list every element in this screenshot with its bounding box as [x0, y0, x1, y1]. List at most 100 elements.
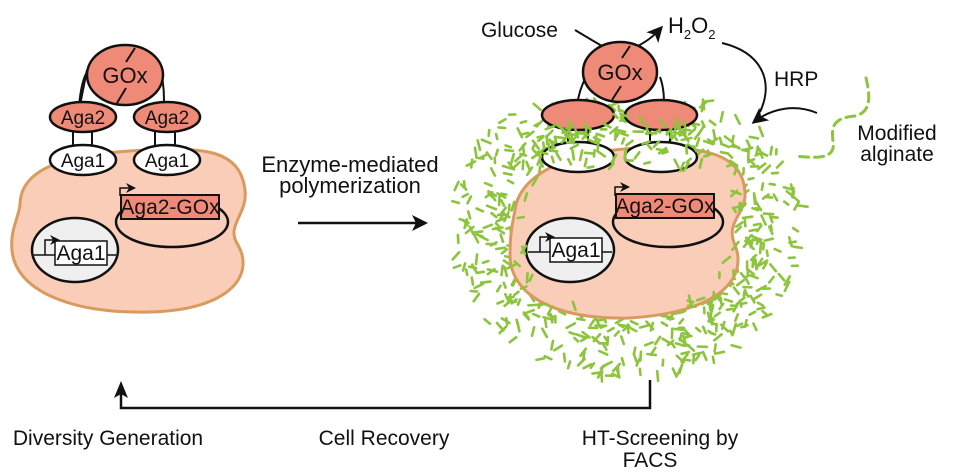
alginate-fragment	[609, 126, 619, 135]
alginate-fragment	[578, 149, 584, 162]
alginate-fragment	[569, 143, 580, 150]
alginate-strand-icon	[793, 76, 871, 159]
diversity-generation-label: Diversity Generation	[13, 427, 203, 450]
alginate-fragment	[708, 299, 715, 310]
alginate-fragment	[540, 327, 549, 339]
alginate-fragment	[484, 191, 494, 199]
alginate-fragment	[760, 151, 769, 157]
alginate-fragment	[733, 113, 742, 126]
alginate-fragment	[516, 127, 524, 139]
alginate-fragment	[643, 340, 654, 347]
alginate-fragment	[731, 134, 735, 143]
alginate-fragment	[673, 158, 680, 169]
alginate-fragment	[532, 102, 542, 112]
alginate-fragment	[733, 312, 740, 323]
alginate-fragment	[763, 237, 775, 242]
alginate-fragment	[486, 267, 496, 276]
alginate-fragment	[596, 317, 607, 322]
alginate-fragment	[692, 145, 698, 153]
alginate-fragment	[581, 330, 591, 339]
alginate-fragment	[735, 278, 746, 287]
alginate-fragment	[469, 289, 479, 293]
alginate-fragment	[718, 136, 723, 144]
alginate-fragment	[521, 159, 525, 171]
alginate-fragment	[502, 281, 507, 289]
alginate-fragment	[611, 362, 622, 373]
alginate-fragment	[496, 192, 507, 199]
alginate-fragment	[758, 259, 769, 267]
alginate-fragment	[719, 150, 728, 155]
alginate-fragment	[595, 132, 606, 138]
alginate-fragment	[713, 350, 726, 355]
alginate-fragment	[549, 312, 554, 324]
alginate-fragment	[466, 210, 472, 220]
alginate-fragment	[752, 322, 758, 332]
gox-split-line	[621, 45, 631, 59]
cycle-return-arrow	[114, 380, 652, 410]
alginate-fragment	[475, 207, 485, 213]
alginate-fragment	[615, 130, 621, 138]
alginate-fragment	[739, 201, 743, 212]
alginate-fragment	[748, 274, 759, 280]
alginate-fragment	[723, 297, 734, 303]
alginate-fragment	[694, 354, 701, 362]
alginate-fragment	[768, 182, 777, 186]
alginate-fragment	[755, 284, 768, 293]
alginate-fragment	[595, 149, 607, 158]
alginate-fragment	[476, 139, 482, 152]
alginate-fragment	[512, 290, 520, 297]
alginate-fragment	[783, 280, 791, 293]
alginate-fragment	[478, 153, 488, 160]
alginate-fragment	[755, 224, 763, 233]
alginate-fragment	[474, 253, 479, 266]
alginate-fragment	[451, 251, 461, 261]
alginate-fragment	[519, 285, 528, 291]
alginate-fragment	[538, 160, 545, 168]
alginate-fragment	[583, 151, 595, 155]
alginate-fragment	[748, 135, 760, 140]
h2o2-h: H	[668, 13, 684, 38]
alginate-fragment	[506, 179, 515, 185]
aga2-gox-gene-label: Aga2-GOx	[120, 196, 220, 219]
alginate-fragment	[528, 273, 534, 283]
modified-alginate-label-line1: Modified	[857, 122, 936, 145]
alginate-fragment	[661, 148, 669, 155]
alginate-fragment	[707, 319, 718, 327]
alginate-fragment	[660, 321, 669, 327]
alginate-fragment	[734, 225, 743, 234]
alginate-fragment	[673, 327, 685, 332]
alginate-fragment	[747, 157, 756, 164]
alginate-fragment	[519, 120, 528, 124]
alginate-fragment	[706, 149, 710, 158]
alginate-fragment	[752, 193, 757, 206]
alginate-fragment	[682, 161, 690, 173]
alginate-fragment	[681, 128, 692, 132]
aga2-gox-gene-label: Aga2-GOx	[615, 195, 715, 218]
alginate-fragment	[736, 322, 744, 328]
alginate-fragment	[573, 336, 580, 343]
alginate-fragment	[729, 144, 740, 149]
alginate-fragment	[481, 259, 490, 265]
alginate-fragment	[589, 315, 598, 327]
alginate-fragment	[755, 201, 763, 212]
aga2-right-label: Aga2	[145, 108, 189, 129]
alginate-fragment	[589, 362, 596, 370]
aga1-gene-label: Aga1	[56, 242, 105, 265]
alginate-fragment	[685, 157, 693, 164]
alginate-fragment	[672, 134, 679, 142]
alginate-fragment	[596, 140, 600, 151]
alginate-fragment	[607, 162, 615, 171]
alginate-fragment	[775, 160, 785, 169]
alginate-fragment	[599, 362, 609, 370]
alginate-fragment	[748, 228, 758, 233]
alginate-fragment	[586, 165, 595, 169]
alginate-fragment	[581, 123, 593, 131]
alginate-fragment	[652, 128, 662, 135]
alginate-fragment	[497, 117, 507, 125]
alginate-fragment	[761, 164, 772, 174]
glucose-label: Glucose	[481, 19, 558, 42]
gox-split-line	[116, 87, 127, 104]
alginate-fragment	[500, 264, 505, 277]
alginate-fragment	[708, 303, 712, 312]
alginate-fragment	[560, 136, 568, 144]
